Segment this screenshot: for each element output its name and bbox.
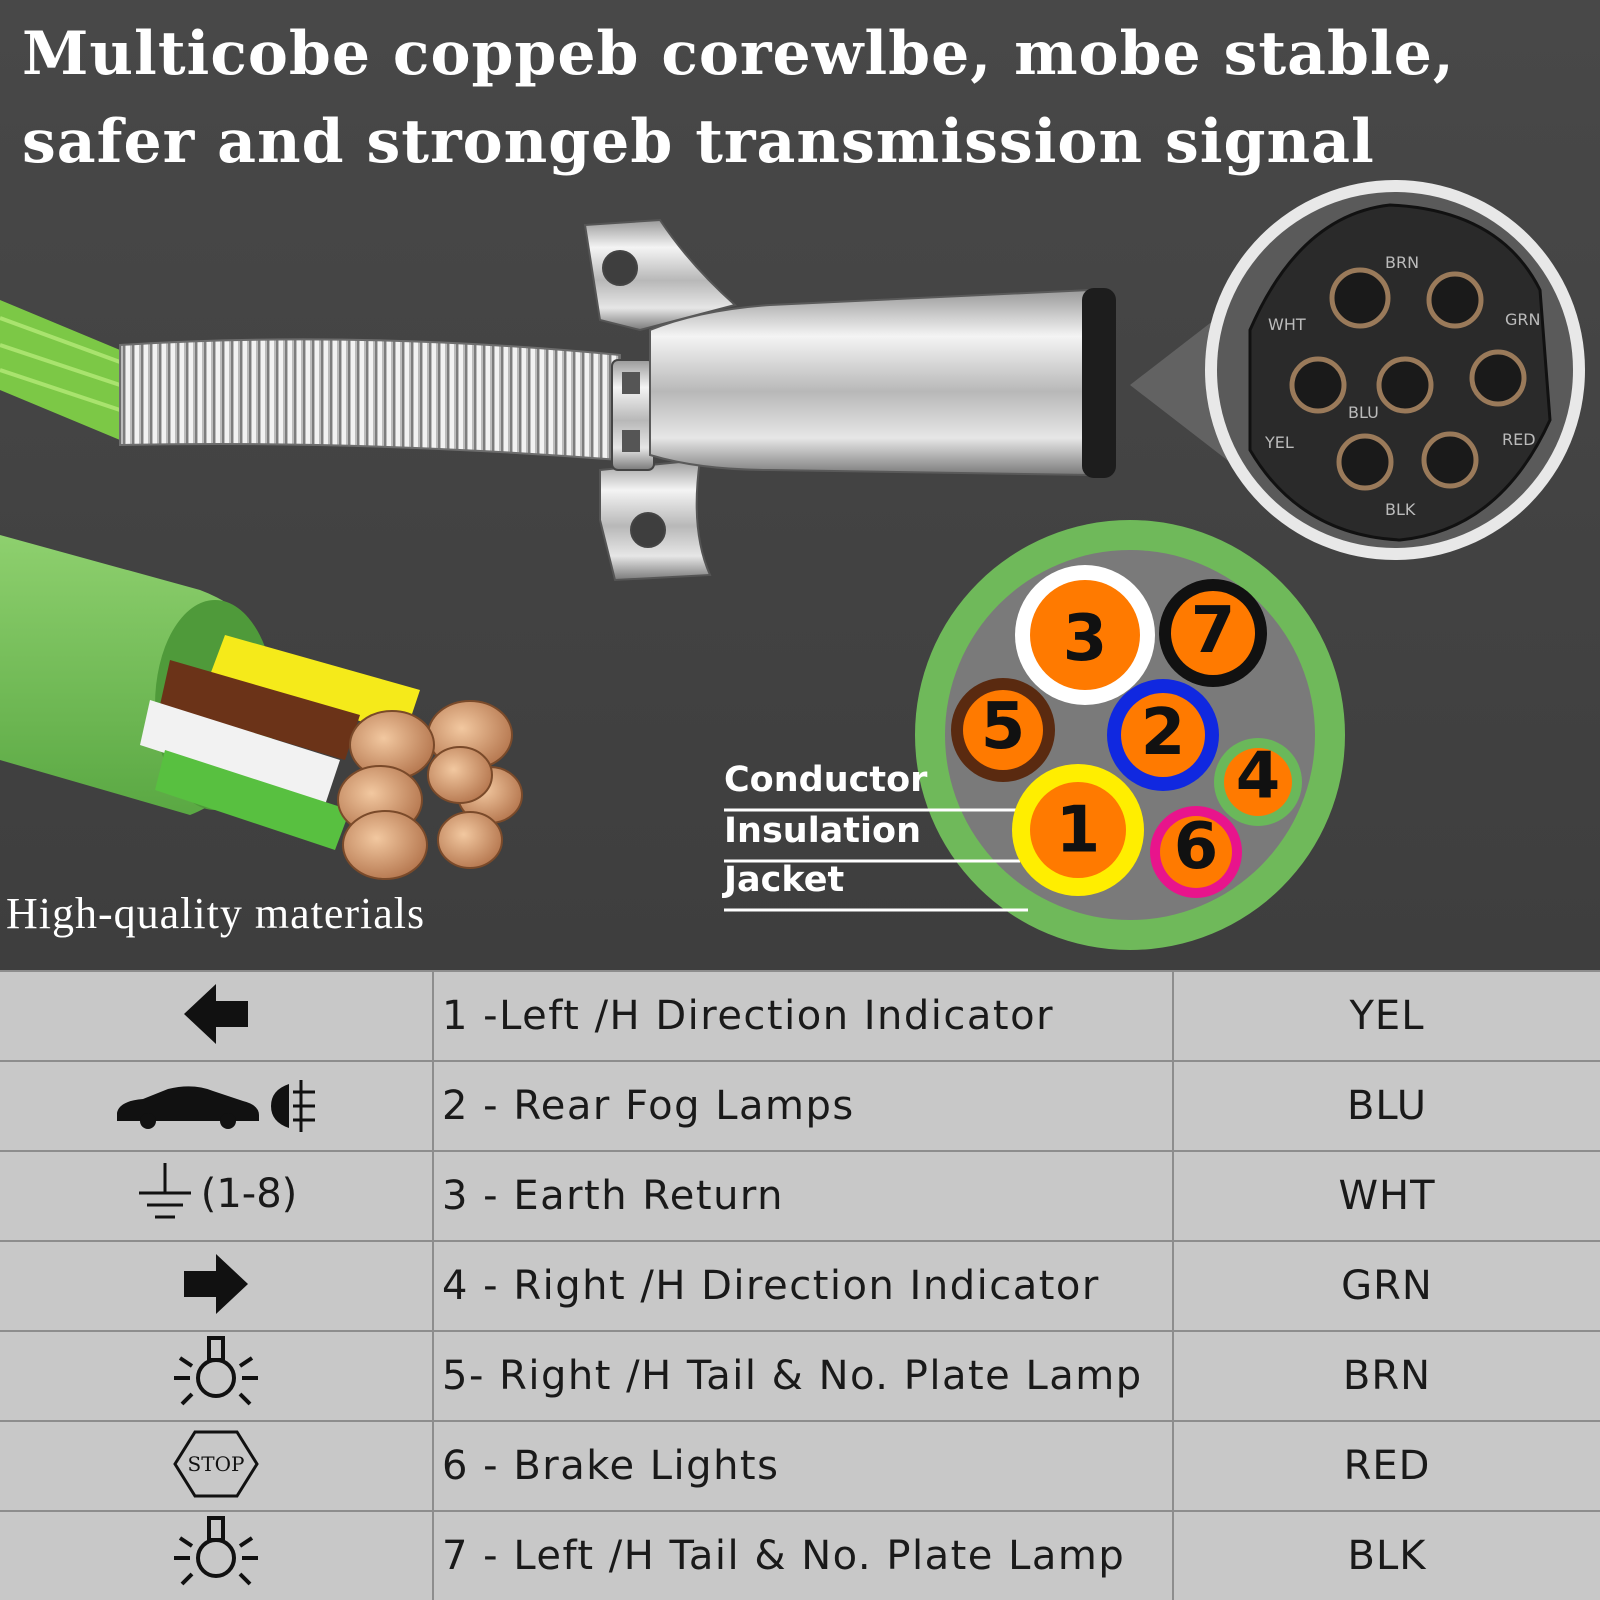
pin-number-label: 6 <box>1174 810 1219 884</box>
wire-color-code: BLK <box>1173 1510 1600 1600</box>
socket-label-red: RED <box>1502 430 1536 449</box>
stop-sign-icon: STOP <box>173 1430 259 1498</box>
table-row: 1 -Left /H Direction Indicator YEL <box>0 970 1600 1061</box>
pin-conductor-core <box>1030 580 1140 690</box>
car-icon <box>117 1086 259 1129</box>
wire-color-code: GRN <box>1173 1240 1600 1331</box>
pin-circle-1: 1 <box>1012 764 1144 896</box>
symbol-cell <box>0 1240 434 1331</box>
pin-number-label: 3 <box>1063 602 1108 676</box>
pin-conductor-core <box>1121 693 1205 777</box>
socket-label-brn: BRN <box>1385 253 1419 272</box>
connector-plug-illustration <box>0 218 1240 582</box>
wire-color-code: BRN <box>1173 1330 1600 1421</box>
symbol-cell: (1-8) <box>0 1150 434 1241</box>
table-row: 2 - Rear Fog Lamps BLU <box>0 1060 1600 1151</box>
pin-circle-5: 5 <box>951 678 1055 782</box>
pin-number-label: 1 <box>1056 794 1101 868</box>
table-row: STOP 6 - Brake Lights RED <box>0 1420 1600 1511</box>
socket-label-blk: BLK <box>1385 500 1416 519</box>
pin-circle-3: 3 <box>1015 565 1155 705</box>
wire-color-code: RED <box>1173 1420 1600 1511</box>
pin-description: 2 - Rear Fog Lamps <box>433 1060 1174 1151</box>
pin-conductor-core <box>1171 591 1255 675</box>
headline: Multicobe coppeb corewlbe, mobe stable, … <box>22 19 1455 177</box>
pin-number-label: 2 <box>1141 696 1186 770</box>
socket-label-grn: GRN <box>1505 310 1540 329</box>
table-row: 7 - Left /H Tail & No. Plate Lamp BLK <box>0 1510 1600 1600</box>
table-row: 4 - Right /H Direction Indicator GRN <box>0 1240 1600 1331</box>
pin-circle-2: 2 <box>1107 679 1219 791</box>
materials-caption: High-quality materials <box>6 889 426 938</box>
pin-circle-4: 4 <box>1214 738 1302 826</box>
wire-color-code: YEL <box>1173 970 1600 1061</box>
pin-conductor-core <box>963 690 1043 770</box>
pin-circle-6: 6 <box>1150 806 1242 898</box>
pin-description: 6 - Brake Lights <box>433 1420 1174 1511</box>
socket-label-blu: BLU <box>1348 403 1379 422</box>
socket-face-closeup: BRN GRN RED BLK YEL WHT BLU <box>1205 180 1585 560</box>
left-arrow-icon <box>184 984 248 1044</box>
hero-illustration: BRN GRN RED BLK YEL WHT BLU <box>0 180 1585 950</box>
symbol-cell <box>0 1330 434 1421</box>
pin-conductor-core <box>1160 816 1232 888</box>
pin-description: 1 -Left /H Direction Indicator <box>433 970 1174 1061</box>
pinout-table: 1 -Left /H Direction Indicator YEL <box>0 970 1600 1600</box>
symbol-cell <box>0 970 434 1061</box>
ground-range-label: (1-8) <box>200 1171 298 1217</box>
wire-color-code: BLU <box>1173 1060 1600 1151</box>
socket-label-yel: YEL <box>1264 433 1294 452</box>
pin-conductor-core <box>1224 748 1292 816</box>
pin-number-label: 7 <box>1191 594 1236 668</box>
cable-cutaway-illustration <box>0 535 523 880</box>
socket-label-wht: WHT <box>1268 315 1306 334</box>
tail-lamp-icon <box>174 1336 258 1406</box>
symbol-cell <box>0 1060 434 1151</box>
pin-description: 5- Right /H Tail & No. Plate Lamp <box>433 1330 1174 1421</box>
pin-conductor-core <box>1030 782 1126 878</box>
table-row: 5- Right /H Tail & No. Plate Lamp BRN <box>0 1330 1600 1421</box>
fog-lamp-icon <box>271 1080 315 1132</box>
pin-description: 3 - Earth Return <box>433 1150 1174 1241</box>
cable-cross-section: 123 4 5 6 7 <box>724 520 1345 950</box>
symbol-cell <box>0 1510 434 1600</box>
pin-number-label: 4 <box>1236 739 1281 813</box>
symbol-cell: STOP <box>0 1420 434 1511</box>
insulation-label: Insulation <box>724 811 921 851</box>
pin-circle-7: 7 <box>1159 579 1267 687</box>
conductor-label: Conductor <box>724 760 928 800</box>
right-arrow-icon <box>184 1254 248 1314</box>
pin-number-label: 5 <box>981 690 1026 764</box>
ground-icon <box>138 1163 191 1219</box>
pin-description: 7 - Left /H Tail & No. Plate Lamp <box>433 1510 1174 1600</box>
hero-panel: BRN GRN RED BLK YEL WHT BLU <box>0 0 1600 970</box>
tail-lamp-icon <box>174 1516 258 1586</box>
table-row: (1-8) 3 - Earth Return WHT <box>0 1150 1600 1241</box>
jacket-label: Jacket <box>724 860 845 900</box>
pin-circles: 123 4 5 6 7 <box>951 565 1302 898</box>
wire-color-code: WHT <box>1173 1150 1600 1241</box>
stop-sign-text: STOP <box>188 1452 245 1476</box>
pin-description: 4 - Right /H Direction Indicator <box>433 1240 1174 1331</box>
